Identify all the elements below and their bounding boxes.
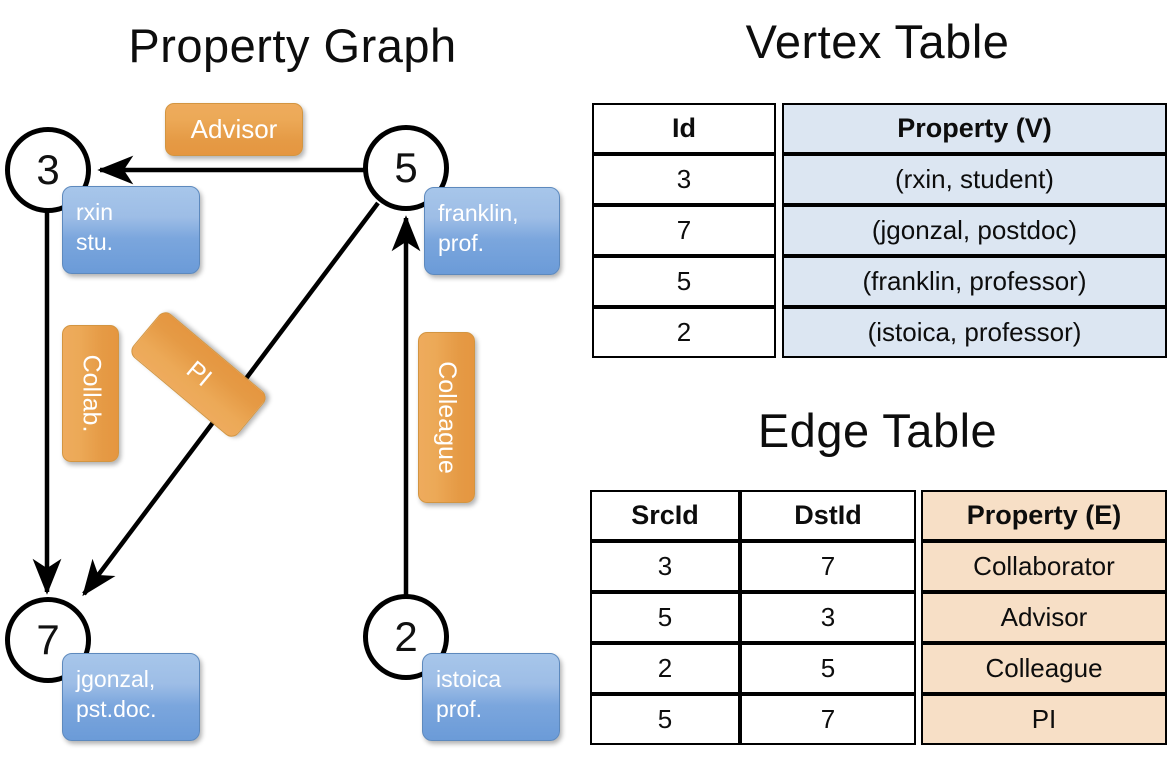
- table-row: 3 7 Collaborator: [590, 541, 1167, 592]
- table-row: 5 7 PI: [590, 694, 1167, 745]
- edge-label-collab-text: Collab.: [77, 354, 106, 433]
- table-row: 7 (jgonzal, postdoc): [592, 205, 1167, 256]
- edge-table: SrcId DstId Property (E) 3 7 Collaborato…: [590, 490, 1167, 745]
- edge-row-2-srcid: 2: [590, 643, 740, 694]
- table-row: 5 (franklin, professor): [592, 256, 1167, 307]
- graph-node-3-label: 3: [36, 146, 60, 193]
- edge-label-collab: Collab.: [62, 325, 119, 462]
- edge-row-3-dstid: 7: [740, 694, 916, 745]
- node-property-franklin-line1: franklin,: [438, 200, 519, 226]
- edge-label-colleague-text: Colleague: [433, 361, 461, 474]
- edge-table-header-property: Property (E): [921, 490, 1167, 541]
- vertex-row-0-property: (rxin, student): [782, 154, 1167, 205]
- edge-row-3-srcid: 5: [590, 694, 740, 745]
- vertex-row-3-id: 2: [592, 307, 776, 358]
- vertex-row-0-id: 3: [592, 154, 776, 205]
- section-title-edge-table: Edge Table: [757, 404, 998, 457]
- table-row: 3 (rxin, student): [592, 154, 1167, 205]
- graph-node-7-label: 7: [36, 616, 60, 663]
- edge-table-header-dstid: DstId: [740, 490, 916, 541]
- graph-node-5[interactable]: 5: [363, 125, 449, 211]
- edge-label-colleague: Colleague: [418, 332, 475, 503]
- edge-table-column-gap: [916, 541, 921, 592]
- edge-row-1-dstid: 3: [740, 592, 916, 643]
- edge-table-column-gap: [916, 592, 921, 643]
- vertex-table-header-row: Id Property (V): [592, 103, 1167, 154]
- node-property-box-istoica: istoica prof.: [422, 653, 560, 741]
- node-property-jgonzal-line2: pst.doc.: [76, 696, 157, 722]
- graph-node-5-label: 5: [394, 144, 418, 191]
- node-property-box-jgonzal: jgonzal, pst.doc.: [62, 653, 200, 741]
- edge-row-2-property: Colleague: [921, 643, 1167, 694]
- page-title-property-graph: Property Graph: [128, 19, 457, 72]
- vertex-table-column-gap: [776, 205, 782, 256]
- node-property-box-franklin: franklin, prof.: [424, 187, 560, 275]
- node-property-box-rxin: rxin stu.: [62, 186, 200, 274]
- edge-row-0-property: Collaborator: [921, 541, 1167, 592]
- edge-row-3-property: PI: [921, 694, 1167, 745]
- node-property-istoica-line1: istoica: [436, 666, 502, 692]
- edge-table-column-gap: [916, 643, 921, 694]
- node-property-rxin-line1: rxin: [76, 199, 114, 225]
- node-property-franklin-line2: prof.: [438, 230, 485, 256]
- vertex-row-1-id: 7: [592, 205, 776, 256]
- edge-label-advisor: Advisor: [165, 103, 303, 156]
- edge-row-1-property: Advisor: [921, 592, 1167, 643]
- node-property-rxin-line2: stu.: [76, 229, 114, 255]
- vertex-table-column-gap: [776, 307, 782, 358]
- node-property-jgonzal-line1: jgonzal,: [76, 666, 156, 692]
- vertex-table-column-gap: [776, 154, 782, 205]
- vertex-row-2-id: 5: [592, 256, 776, 307]
- edge-row-0-dstid: 7: [740, 541, 916, 592]
- vertex-row-1-property: (jgonzal, postdoc): [782, 205, 1167, 256]
- edge-row-1-srcid: 5: [590, 592, 740, 643]
- vertex-table-column-gap: [776, 103, 782, 154]
- edge-label-advisor-text: Advisor: [190, 114, 278, 144]
- table-row: 2 (istoica, professor): [592, 307, 1167, 358]
- section-title-vertex-table: Vertex Table: [745, 15, 1010, 68]
- vertex-table: Id Property (V) 3 (rxin, student) 7 (jgo…: [592, 103, 1167, 358]
- graph-node-2[interactable]: 2: [363, 594, 449, 680]
- edge-table-column-gap: [916, 694, 921, 745]
- edge-row-2-dstid: 5: [740, 643, 916, 694]
- vertex-row-2-property: (franklin, professor): [782, 256, 1167, 307]
- edge-table-header-srcid: SrcId: [590, 490, 740, 541]
- vertex-table-column-gap: [776, 256, 782, 307]
- vertex-table-header-id: Id: [592, 103, 776, 154]
- property-graph-diagram: 3 5 7 2 rxin stu. franklin, prof. jgonza…: [5, 103, 560, 741]
- vertex-table-header-property: Property (V): [782, 103, 1167, 154]
- vertex-row-3-property: (istoica, professor): [782, 307, 1167, 358]
- table-row: 5 3 Advisor: [590, 592, 1167, 643]
- edge-label-pi-text: PI: [180, 355, 217, 393]
- edge-row-0-srcid: 3: [590, 541, 740, 592]
- edge-table-column-gap: [916, 490, 921, 541]
- table-row: 2 5 Colleague: [590, 643, 1167, 694]
- node-property-istoica-line2: prof.: [436, 696, 483, 722]
- graph-node-2-label: 2: [394, 613, 418, 660]
- edge-table-header-row: SrcId DstId Property (E): [590, 490, 1167, 541]
